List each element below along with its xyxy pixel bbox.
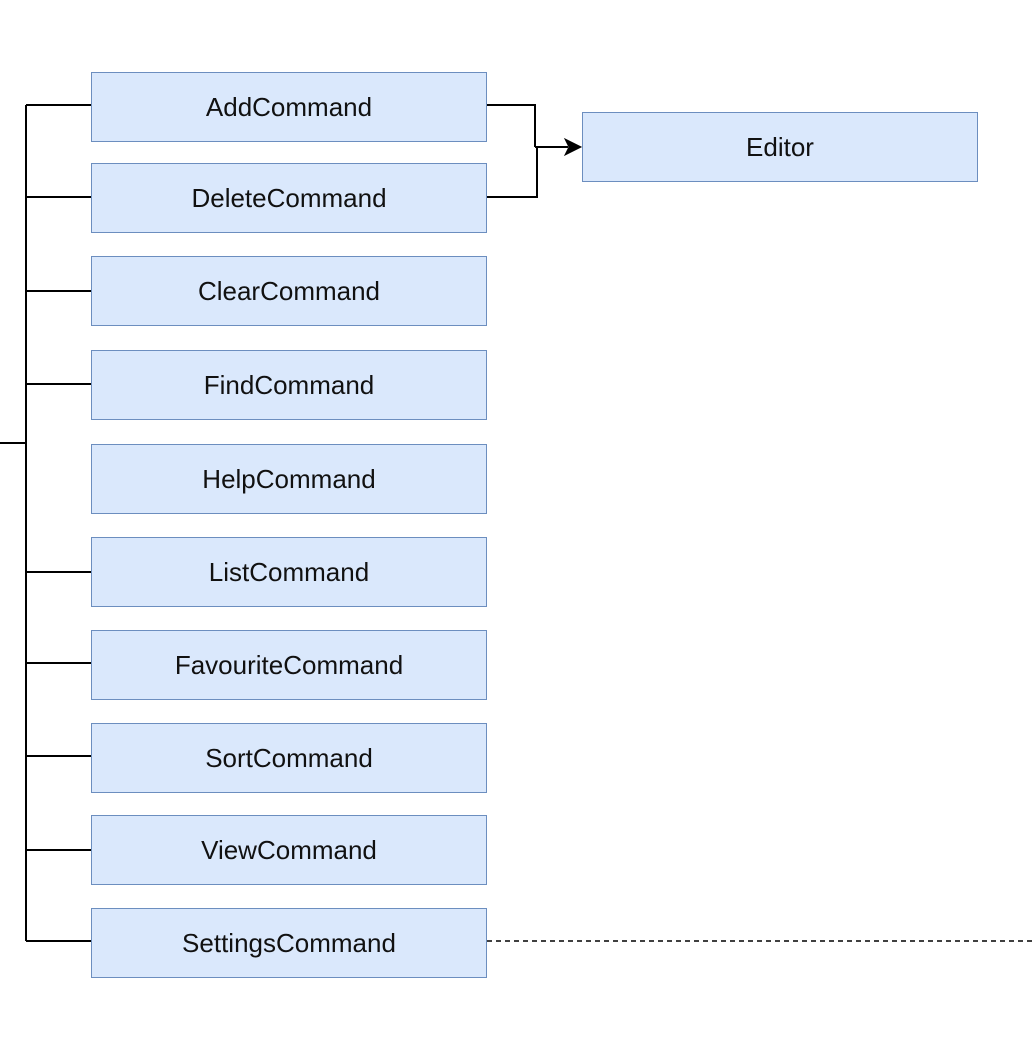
node-label: ListCommand <box>208 556 370 587</box>
node-label: Editor <box>746 131 814 162</box>
editor-node[interactable]: Editor <box>582 112 978 182</box>
settings-command-node[interactable]: SettingsCommand <box>91 908 487 978</box>
node-label: FindCommand <box>203 369 375 400</box>
edge-add-to-editor <box>487 104 536 147</box>
help-command-node[interactable]: HelpCommand <box>91 444 487 514</box>
find-command-node[interactable]: FindCommand <box>91 350 487 420</box>
arrowhead-editor <box>563 137 583 157</box>
sort-command-node[interactable]: SortCommand <box>91 723 487 793</box>
node-label: HelpCommand <box>202 463 376 494</box>
favourite-command-node[interactable]: FavouriteCommand <box>91 630 487 700</box>
view-command-node[interactable]: ViewCommand <box>91 815 487 885</box>
node-label: ViewCommand <box>201 834 377 865</box>
clear-command-node[interactable]: ClearCommand <box>91 256 487 326</box>
node-label: SettingsCommand <box>182 927 396 958</box>
node-label: AddCommand <box>205 91 373 122</box>
add-command-node[interactable]: AddCommand <box>91 72 487 142</box>
node-label: ClearCommand <box>197 275 381 306</box>
node-label: DeleteCommand <box>191 182 387 213</box>
list-command-node[interactable]: ListCommand <box>91 537 487 607</box>
node-label: SortCommand <box>205 742 373 773</box>
node-label: FavouriteCommand <box>174 649 404 680</box>
delete-command-node[interactable]: DeleteCommand <box>91 163 487 233</box>
edge-delete-to-editor <box>487 147 538 198</box>
